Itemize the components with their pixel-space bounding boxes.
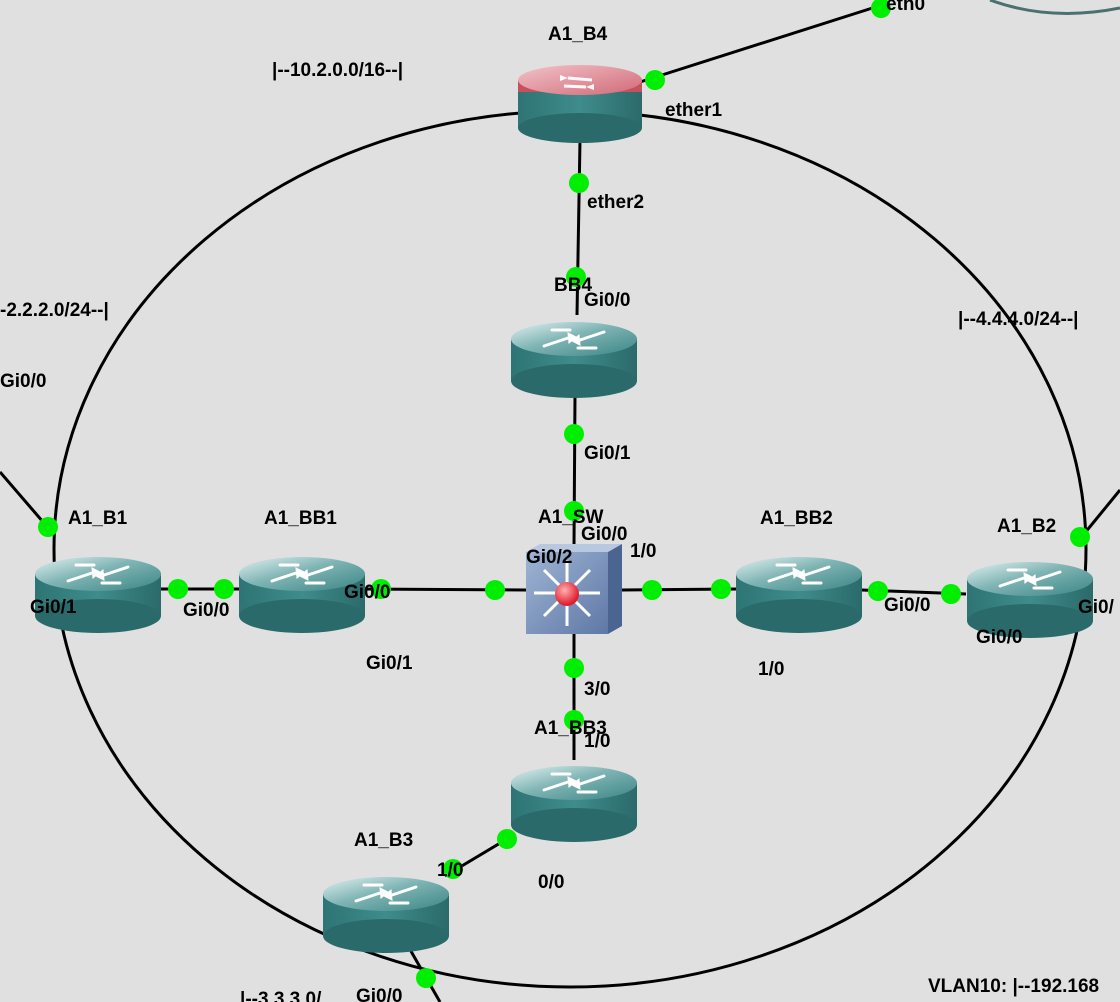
- device-label-a1-b4: A1_B4: [548, 24, 608, 45]
- router-arrows-icon: [767, 563, 831, 585]
- device-a1-b3[interactable]: [323, 877, 449, 953]
- device-label-a1-bb2: A1_BB2: [760, 508, 833, 529]
- port-dot-6[interactable]: [564, 501, 584, 521]
- port-label-b1-gi01: Gi0/1: [30, 597, 77, 618]
- port-dot-9[interactable]: [214, 579, 234, 599]
- port-label-b1-gi00: Gi0/0: [183, 600, 229, 621]
- device-label-a1-sw: A1_SW: [538, 507, 604, 528]
- port-label-sw-30: 3/0: [584, 679, 610, 700]
- router-arrows-icon: [66, 563, 130, 585]
- port-label-ether1: ether1: [665, 100, 722, 121]
- router-arrows-icon: [542, 328, 606, 350]
- port-label-sw-gi00: Gi0/0: [581, 524, 627, 545]
- port-dot-18[interactable]: [564, 710, 584, 730]
- router-arrows-icon: [270, 563, 334, 585]
- port-dot-3[interactable]: [569, 173, 589, 193]
- router-arrows-icon: [354, 883, 418, 905]
- device-a1-b4[interactable]: [518, 65, 642, 143]
- device-label-a1-b3: A1_B3: [354, 830, 413, 851]
- port-dot-8[interactable]: [168, 579, 188, 599]
- device-label-a1-bb1: A1_BB1: [264, 508, 337, 529]
- port-dot-15[interactable]: [941, 584, 961, 604]
- port-label-sw-10: 1/0: [630, 541, 656, 562]
- firewall-arrows-icon: [560, 75, 594, 90]
- port-label-bb1-gi00: Gi0/0: [344, 582, 390, 603]
- device-a1-b2[interactable]: [967, 562, 1093, 638]
- port-dot-13[interactable]: [711, 579, 731, 599]
- port-dot-7[interactable]: [38, 517, 58, 537]
- port-label-b2-gi00: Gi0/0: [976, 627, 1022, 648]
- port-label-bb1-gi01: Gi0/1: [366, 653, 413, 674]
- port-label-bb2-gi00: Gi0/0: [884, 595, 930, 616]
- device-label-a1-bb3: A1_BB3: [534, 718, 607, 739]
- network-label-4-4: |--4.4.4.0/24--|: [958, 309, 1078, 330]
- port-label-b3-10: 1/0: [437, 860, 463, 881]
- port-label-b2-gi0-right: Gi0/: [1078, 597, 1115, 618]
- link-b2-right[interactable]: [1082, 489, 1120, 535]
- port-dot-19[interactable]: [497, 829, 517, 849]
- port-label-b3-gi00: Gi0/0: [356, 986, 402, 1002]
- port-label-left-gi00: Gi0/0: [0, 371, 46, 392]
- vlan10-label: VLAN10: |--192.168: [928, 976, 1099, 997]
- port-label-bb4-gi00: Gi0/0: [584, 290, 630, 311]
- device-label-a1-b2: A1_B2: [997, 516, 1056, 537]
- port-label-ether2: ether2: [587, 192, 644, 213]
- port-label-eth0: eth0: [886, 0, 925, 15]
- network-label-3-3: |--3.3.3.0/: [240, 989, 322, 1002]
- port-label-bb2-10: 1/0: [758, 659, 784, 680]
- router-arrows-icon: [542, 772, 606, 794]
- cloud-outline: [989, 0, 1120, 15]
- port-dot-10[interactable]: [371, 579, 391, 599]
- network-label-2-2: -2.2.2.0/24--|: [0, 300, 109, 321]
- port-dot-5[interactable]: [564, 424, 584, 444]
- port-dot-12[interactable]: [642, 580, 662, 600]
- port-dot-20[interactable]: [443, 859, 463, 879]
- device-a1-sw[interactable]: [526, 544, 622, 634]
- port-label-bb4-gi01: Gi0/1: [584, 443, 631, 464]
- device-a1-bb2[interactable]: [736, 557, 862, 633]
- port-dot-4[interactable]: [566, 267, 586, 287]
- port-dot-21[interactable]: [416, 968, 436, 988]
- port-dot-1[interactable]: [871, 0, 891, 18]
- link-b4-eth0[interactable]: [639, 2, 886, 84]
- device-a1-bb3[interactable]: [511, 766, 637, 842]
- device-a1-bb1[interactable]: [239, 557, 365, 633]
- port-label-bb3-10: 1/0: [584, 731, 610, 752]
- port-label-bb3-00: 0/0: [538, 872, 564, 893]
- port-dot-16[interactable]: [1070, 527, 1090, 547]
- device-label-a1-b1: A1_B1: [68, 508, 128, 529]
- port-dot-14[interactable]: [868, 581, 888, 601]
- port-dot-17[interactable]: [564, 658, 584, 678]
- device-a1-b1[interactable]: [35, 557, 161, 633]
- network-label-10-2: |--10.2.0.0/16--|: [272, 60, 403, 81]
- router-arrows-icon: [998, 568, 1062, 590]
- port-dot-2[interactable]: [645, 70, 665, 90]
- device-bb4[interactable]: [511, 322, 637, 398]
- port-label-sw-gi02: Gi0/2: [526, 547, 572, 568]
- device-label-bb4: BB4: [554, 275, 592, 296]
- port-dot-11[interactable]: [485, 580, 505, 600]
